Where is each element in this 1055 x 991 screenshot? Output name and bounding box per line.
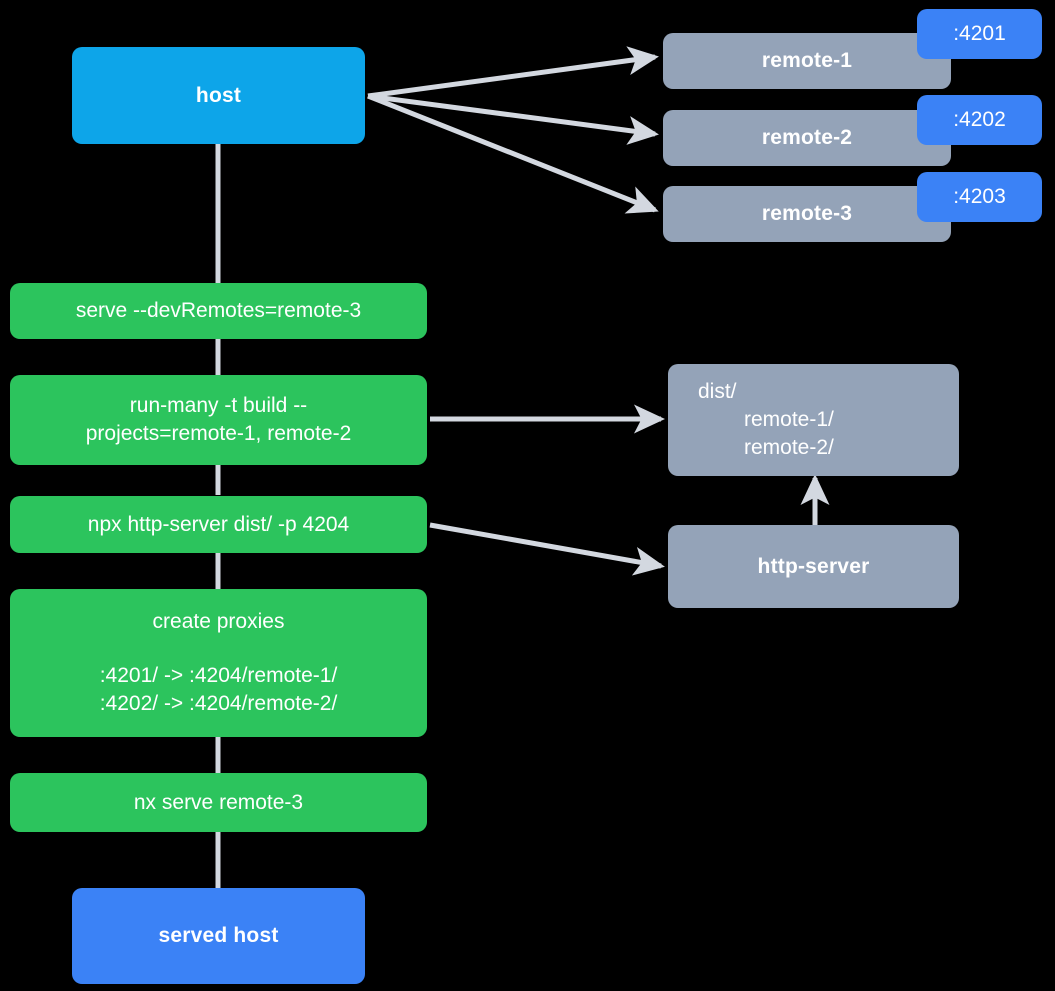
node-remote-2[interactable]: remote-2 — [663, 110, 951, 166]
command-run-many-line-1: run-many -t build -- — [129, 394, 308, 418]
node-host-label: host — [195, 83, 242, 107]
port-badge-remote-2: :4202 — [917, 95, 1042, 145]
dist-child-remote-2: remote-2/ — [744, 435, 834, 459]
port-badge-remote-1-label: :4201 — [953, 22, 1006, 45]
node-served-host-label: served host — [158, 924, 279, 948]
node-dist-folder[interactable]: dist/ remote-1/ remote-2/ — [668, 364, 959, 476]
dist-child-remote-1: remote-1/ — [744, 408, 834, 432]
node-command-nx-serve-remote-3[interactable]: nx serve remote-3 — [10, 773, 427, 832]
edge-host-to-remote-1 — [367, 46, 659, 99]
node-http-server[interactable]: http-server — [668, 525, 959, 608]
command-serve-devremotes-label: serve --devRemotes=remote-3 — [75, 299, 362, 323]
proxy-mapping-4202: :4202/ -> :4204/remote-2/ — [99, 691, 338, 715]
port-badge-remote-1: :4201 — [917, 9, 1042, 59]
node-served-host[interactable]: served host — [72, 888, 365, 984]
node-command-serve-devremotes[interactable]: serve --devRemotes=remote-3 — [10, 283, 427, 339]
node-command-run-many[interactable]: run-many -t build -- projects=remote-1, … — [10, 375, 427, 465]
command-run-many-line-2: projects=remote-1, remote-2 — [85, 422, 352, 445]
node-command-create-proxies[interactable]: create proxies :4201/ -> :4204/remote-1/… — [10, 589, 427, 737]
command-nx-serve-label: nx serve remote-3 — [133, 790, 304, 814]
node-command-npx-http-server[interactable]: npx http-server dist/ -p 4204 — [10, 496, 427, 553]
command-npx-http-server-label: npx http-server dist/ -p 4204 — [87, 512, 350, 536]
edge-host-to-remote-2 — [367, 93, 659, 145]
proxy-mapping-4201: :4201/ -> :4204/remote-1/ — [99, 664, 338, 688]
node-http-server-label: http-server — [757, 554, 870, 578]
node-remote-3-label: remote-3 — [761, 202, 853, 226]
port-badge-remote-2-label: :4202 — [953, 108, 1006, 131]
edge-npx-to-httpserver — [429, 522, 665, 576]
edge-host-to-remote-3 — [367, 93, 659, 214]
node-remote-3[interactable]: remote-3 — [663, 186, 951, 242]
node-remote-1[interactable]: remote-1 — [663, 33, 951, 89]
node-host[interactable]: host — [72, 47, 365, 144]
node-remote-2-label: remote-2 — [761, 126, 853, 150]
node-remote-1-label: remote-1 — [761, 49, 853, 73]
dist-root-label: dist/ — [698, 380, 737, 404]
port-badge-remote-3-label: :4203 — [953, 185, 1006, 208]
command-create-proxies-title: create proxies — [152, 610, 285, 634]
port-badge-remote-3: :4203 — [917, 172, 1042, 222]
dist-tree: dist/ remote-1/ remote-2/ — [668, 378, 959, 461]
